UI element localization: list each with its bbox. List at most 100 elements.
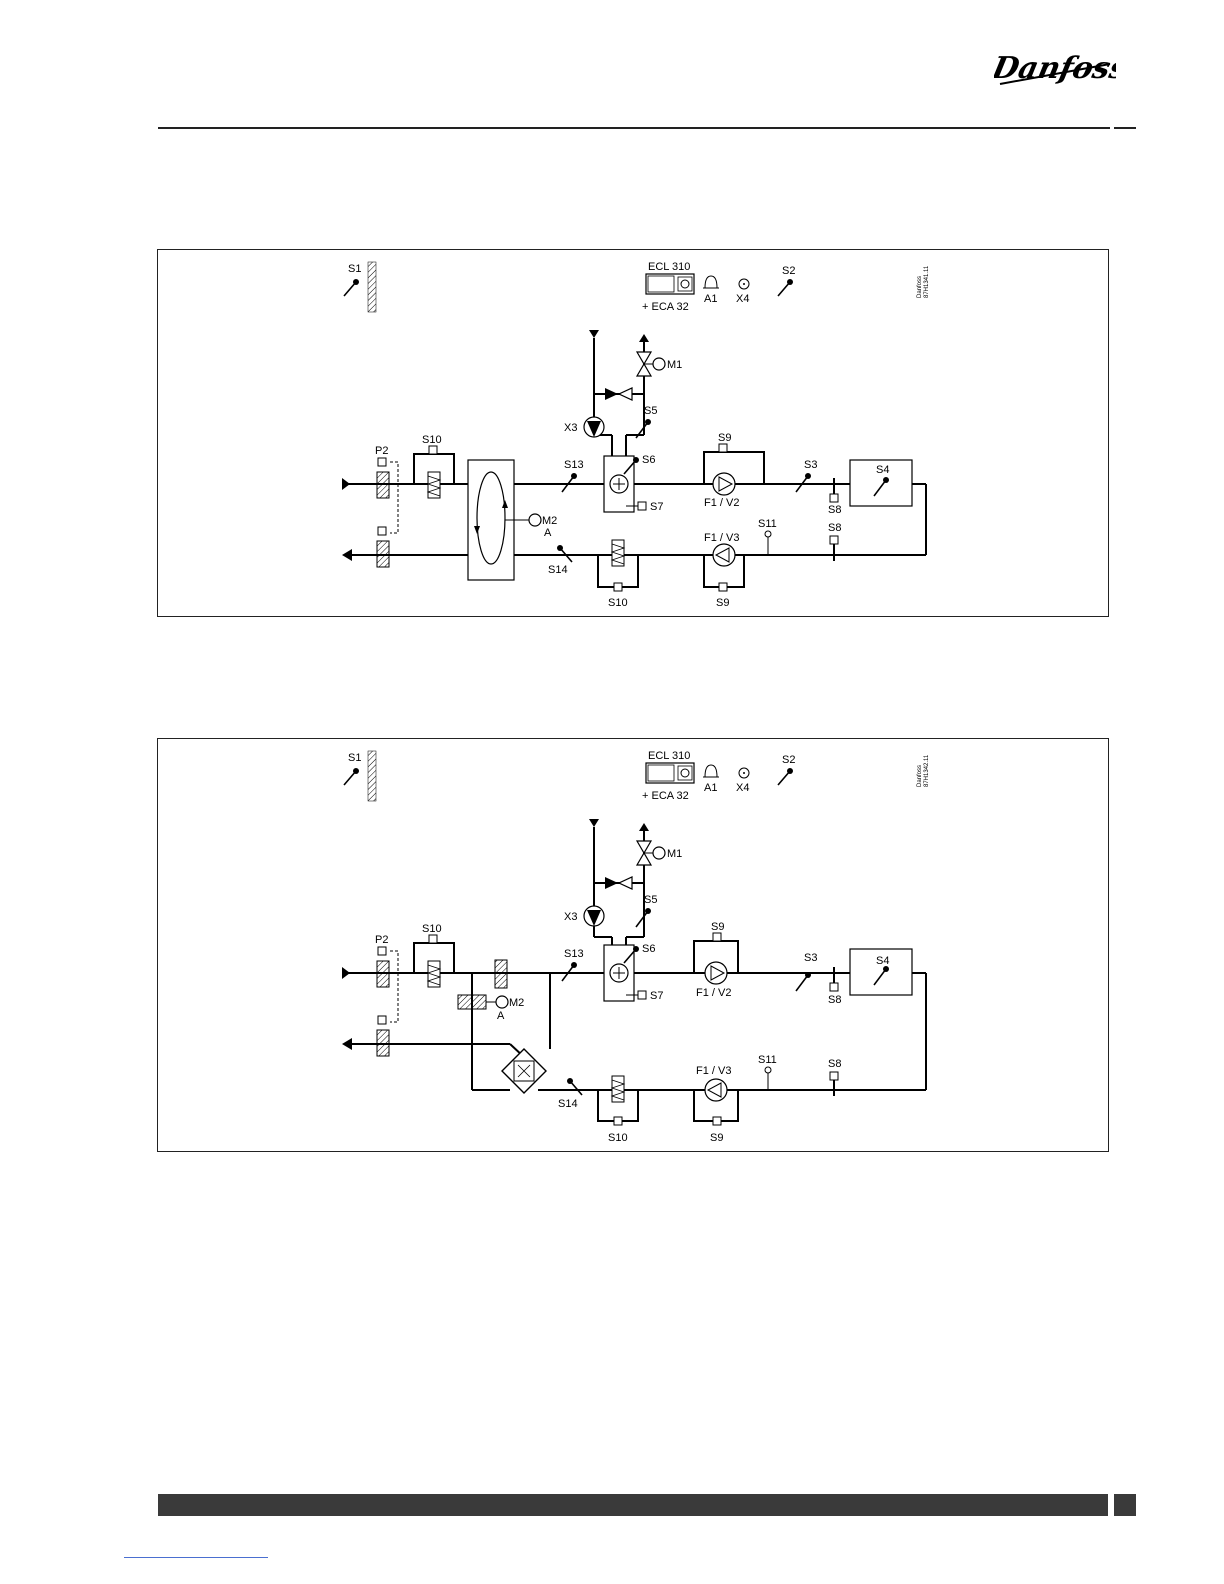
sensor-s13-icon xyxy=(562,473,577,492)
exhaust-fan-icon xyxy=(704,544,744,591)
sensor-s2-icon xyxy=(778,768,793,785)
label-f1v3: F1 / V3 xyxy=(704,532,739,544)
label-a1: A1 xyxy=(704,782,717,794)
label-p2: P2 xyxy=(375,934,388,946)
label-s8-supply: S8 xyxy=(828,994,841,1006)
damper-s8-supply-icon xyxy=(830,967,838,991)
label-s6: S6 xyxy=(642,454,655,466)
label-s11: S11 xyxy=(758,1054,777,1066)
label-s4: S4 xyxy=(876,955,889,967)
footer-bar-tab xyxy=(1114,1494,1136,1516)
diagram-2-schematic: S1 ECL 310 + ECA 32 A1 X4 S2 Danfoss 87H… xyxy=(158,739,1108,1151)
plate-heat-exchanger-icon xyxy=(502,1049,546,1093)
damper-s8-exhaust-icon xyxy=(830,1072,838,1096)
exhaust-duct xyxy=(348,1044,524,1057)
filter-s10-supply-icon xyxy=(414,446,454,498)
header-rule-tab xyxy=(1114,127,1136,129)
motorized-valve-m1-icon xyxy=(637,841,665,865)
label-s13: S13 xyxy=(564,459,584,471)
check-valve-icon xyxy=(605,388,632,400)
label-f1v3: F1 / V3 xyxy=(696,1065,731,1077)
sensor-s1-icon xyxy=(344,768,359,785)
diagram-2-frame: S1 ECL 310 + ECA 32 A1 X4 S2 Danfoss 87H… xyxy=(157,738,1109,1152)
label-s1: S1 xyxy=(348,752,361,764)
supply-inlet-arrow-icon xyxy=(342,967,350,979)
label-a: A xyxy=(544,527,552,539)
label-a: A xyxy=(497,1010,505,1022)
exhaust-fan-icon xyxy=(694,1079,738,1125)
label-f1v2: F1 / V2 xyxy=(704,497,739,509)
label-eca32: + ECA 32 xyxy=(642,790,689,802)
label-s7: S7 xyxy=(650,990,663,1002)
label-s5: S5 xyxy=(644,405,657,417)
header-rule xyxy=(158,127,1110,129)
label-f1v2: F1 / V2 xyxy=(696,987,731,999)
damper-actuator-m2-icon xyxy=(458,995,508,1009)
label-ecl310: ECL 310 xyxy=(648,261,690,273)
indicator-x4-icon xyxy=(739,768,749,778)
label-s10-supply: S10 xyxy=(422,923,442,935)
label-eca32: + ECA 32 xyxy=(642,301,689,313)
alarm-bell-icon xyxy=(703,765,719,777)
check-valve-icon xyxy=(605,877,632,889)
heating-circuit xyxy=(589,330,649,456)
filter-p2-icon xyxy=(377,947,398,1056)
label-m1: M1 xyxy=(667,848,682,860)
controller-ecl310-icon xyxy=(646,763,694,783)
supply-fan-icon xyxy=(704,444,764,495)
footer-bar xyxy=(158,1494,1108,1516)
sensor-s13-icon xyxy=(562,962,577,981)
label-m2: M2 xyxy=(509,997,524,1009)
footer-link-underline xyxy=(124,1557,268,1558)
label-s5: S5 xyxy=(644,894,657,906)
outdoor-wall xyxy=(368,262,376,312)
outdoor-wall xyxy=(368,751,376,801)
label-m2: M2 xyxy=(542,515,557,527)
sensor-s1-icon xyxy=(344,279,359,296)
filter-s10-exhaust-icon xyxy=(598,1076,638,1125)
drawing-code-1: Danfoss xyxy=(917,765,923,787)
sensor-s14-icon xyxy=(567,1078,582,1095)
motorized-valve-m1-icon xyxy=(637,352,665,376)
label-s10-supply: S10 xyxy=(422,434,442,446)
sensor-s3-icon xyxy=(796,473,811,492)
label-s10-exhaust: S10 xyxy=(608,597,628,609)
label-s8-supply: S8 xyxy=(828,504,841,516)
sensor-s14-icon xyxy=(557,545,572,562)
label-s14: S14 xyxy=(558,1098,578,1110)
indicator-x4-icon xyxy=(739,279,749,289)
label-s2: S2 xyxy=(782,754,795,766)
diagram-1-schematic: S1 ECL 310 + ECA 32 A1 X4 S2 Danfoss 87H… xyxy=(158,250,1108,616)
alarm-bell-icon xyxy=(703,276,719,288)
rotary-heat-exchanger-icon xyxy=(468,460,541,580)
sensor-s11-icon xyxy=(765,531,771,555)
heating-circuit xyxy=(589,819,649,945)
diagram-1-frame: S1 ECL 310 + ECA 32 A1 X4 S2 Danfoss 87H… xyxy=(157,249,1109,617)
damper-s8-supply-icon xyxy=(830,478,838,502)
label-s1: S1 xyxy=(348,263,361,275)
supply-duct xyxy=(348,973,926,1090)
label-m1: M1 xyxy=(667,359,682,371)
label-p2: P2 xyxy=(375,445,388,457)
label-ecl310: ECL 310 xyxy=(648,750,690,762)
drawing-code-2: 87H1341.11 xyxy=(924,265,930,298)
label-s7: S7 xyxy=(650,501,663,513)
label-s4: S4 xyxy=(876,464,889,476)
label-s9-supply: S9 xyxy=(711,921,724,933)
pump-x3-icon xyxy=(584,417,604,437)
label-s11: S11 xyxy=(758,518,777,530)
exhaust-outlet-arrow-icon xyxy=(342,1038,352,1050)
filter-s10-exhaust-icon xyxy=(598,540,638,591)
label-s14: S14 xyxy=(548,564,568,576)
filter-p2-icon xyxy=(377,458,398,567)
drawing-code-1: Danfoss xyxy=(917,276,923,298)
label-s10-exhaust: S10 xyxy=(608,1132,628,1144)
label-s13: S13 xyxy=(564,948,584,960)
svg-text:Danfoss: Danfoss xyxy=(994,51,1116,86)
label-a1: A1 xyxy=(704,293,717,305)
damper-s8-exhaust-icon xyxy=(830,536,838,561)
supply-fan-icon xyxy=(694,933,738,984)
label-s8-exhaust: S8 xyxy=(828,522,841,534)
label-s9-supply: S9 xyxy=(718,432,731,444)
label-x4: X4 xyxy=(736,782,749,794)
